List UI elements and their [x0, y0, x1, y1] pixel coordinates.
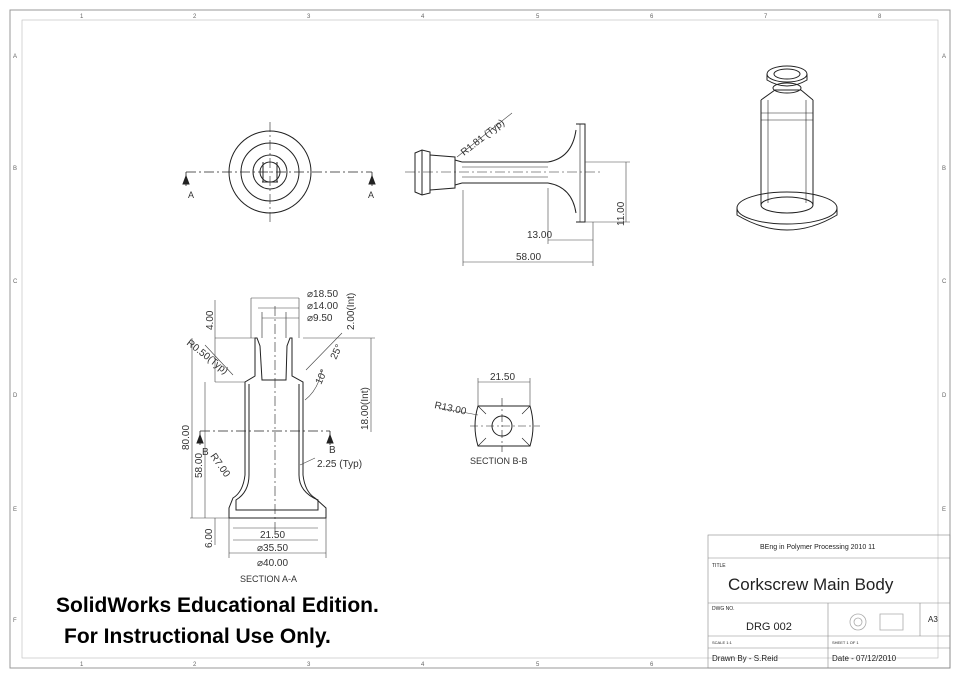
zone-numbers-bottom: 1 2 3 4 5 6 [80, 662, 654, 668]
zone-number: 1 [80, 14, 84, 20]
zone-letters-left: A B C D E F [13, 54, 18, 624]
zone-letter: D [13, 393, 18, 399]
zone-number: 3 [307, 14, 311, 20]
dim-dia-14: ⌀14.00 [307, 301, 338, 312]
drawing-title: Corkscrew Main Body [728, 575, 894, 594]
dwg-number: DRG 002 [746, 621, 792, 633]
dim-11: 11.00 [616, 201, 627, 226]
dim-58-section: 58.00 [194, 453, 205, 478]
zone-letter: F [13, 618, 17, 624]
watermark-line-2: For Instructional Use Only. [64, 625, 331, 648]
dim-13: 13.00 [527, 230, 552, 241]
section-bb-dimensions [439, 378, 531, 416]
zone-letter: A [942, 54, 946, 60]
zone-letter: C [942, 279, 947, 285]
section-marker-a-left: A [188, 190, 194, 200]
dim-radius-13: R13.00 [433, 400, 467, 418]
title-block [707, 534, 951, 669]
side-view-dimensions [456, 112, 630, 266]
dwg-caption: DWG NO. [712, 606, 735, 612]
section-aa-title: SECTION A-A [240, 574, 297, 584]
section-aa-view [196, 306, 334, 535]
zone-number: 5 [536, 662, 540, 668]
dim-21-50-section: 21.50 [260, 530, 285, 541]
section-marker-a-right: A [368, 190, 374, 200]
drawn-by: Drawn By - S.Reid [712, 654, 778, 663]
side-view [405, 123, 600, 223]
dim-radius-side: R1.81 (Typ) [459, 118, 507, 159]
dim-dia-9-50: ⌀9.50 [307, 313, 333, 324]
dim-21-50-bb: 21.50 [490, 372, 515, 383]
dim-dia-35-50: ⌀35.50 [257, 543, 288, 554]
dim-dia-40: ⌀40.00 [257, 558, 288, 569]
title-block-organisation: BEng in Polymer Processing 2010 11 [760, 544, 876, 551]
dim-angle-25: 25° [329, 343, 345, 361]
zone-letter: B [942, 166, 946, 172]
dim-radius-7: R7.00 [208, 451, 233, 480]
zone-number: 4 [421, 662, 425, 668]
zone-number: 8 [878, 14, 882, 20]
section-bb-title: SECTION B-B [470, 456, 528, 466]
dim-4: 4.00 [205, 310, 216, 330]
sheet-caption: SHEET 1 OF 1 [832, 640, 859, 645]
zone-number: 6 [650, 662, 654, 668]
section-aa-dimensions [190, 297, 375, 558]
dim-18-int: 18.00(Int) [360, 387, 371, 430]
zone-letter: E [13, 507, 17, 513]
dim-58-side: 58.00 [516, 252, 541, 263]
sheet-size: A3 [928, 615, 938, 624]
zone-number: 6 [650, 14, 654, 20]
zone-letter: D [942, 393, 947, 399]
title-block-icons [849, 613, 904, 631]
dim-radius-050: R0.50(Typ) [184, 338, 230, 377]
dim-80: 80.00 [181, 425, 192, 450]
section-marker-b-right: B [329, 445, 336, 456]
dim-angle-10: 10° [314, 368, 330, 386]
dim-6: 6.00 [204, 528, 215, 548]
scale-caption: SCALE 1:1 [712, 640, 733, 645]
zone-number: 5 [536, 14, 540, 20]
sheet-inner-border [21, 19, 939, 659]
dim-225-typ: 2.25 (Typ) [317, 459, 362, 470]
zone-numbers-top: 1 2 3 4 5 6 7 8 [80, 14, 882, 20]
zone-number: 1 [80, 662, 84, 668]
dim-2-int: 2.00(Int) [346, 293, 357, 330]
zone-letter: B [13, 166, 17, 172]
zone-number: 7 [764, 14, 768, 20]
zone-letter: A [13, 54, 17, 60]
isometric-view [736, 65, 838, 231]
zone-letter: C [13, 279, 18, 285]
top-view [182, 122, 376, 222]
zone-letter: E [942, 507, 946, 513]
zone-number: 2 [193, 14, 197, 20]
section-bb-view [470, 398, 540, 452]
title-caption: TITLE [712, 563, 726, 569]
zone-number: 3 [307, 662, 311, 668]
zone-number: 4 [421, 14, 425, 20]
zone-letters-right: A B C D E [942, 54, 947, 513]
zone-number: 2 [193, 662, 197, 668]
section-marker-b-left: B [202, 447, 209, 458]
drawing-date: Date - 07/12/2010 [832, 654, 897, 663]
watermark-line-1: SolidWorks Educational Edition. [56, 594, 379, 617]
sheet-border [9, 9, 951, 669]
dim-dia-18-50: ⌀18.50 [307, 289, 338, 300]
